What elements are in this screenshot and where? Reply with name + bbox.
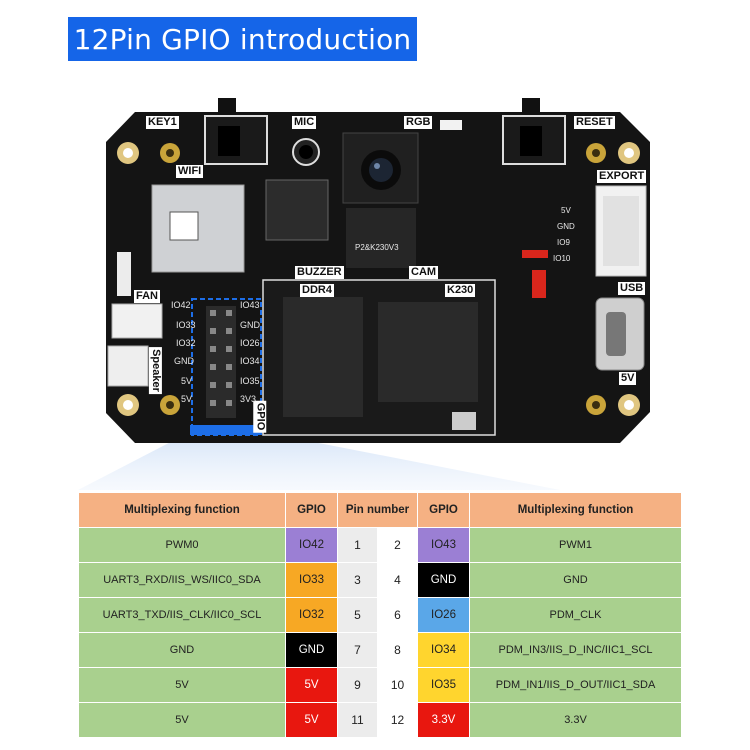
left-function-cell: GND bbox=[78, 632, 286, 668]
label-5v: 5V bbox=[619, 372, 637, 385]
right-gpio-cell: IO34 bbox=[417, 632, 471, 668]
header-left-label: IO42 bbox=[171, 300, 191, 310]
left-function-cell: UART3_TXD/IIS_CLK/IIC0_SCL bbox=[78, 597, 286, 633]
header-right-label: IO26 bbox=[240, 338, 260, 348]
left-function-cell: 5V bbox=[78, 667, 286, 703]
label-wifi: WIFI bbox=[176, 165, 204, 178]
label-reset: RESET bbox=[574, 116, 615, 129]
right-gpio-cell: IO35 bbox=[417, 667, 471, 703]
right-function-cell: PWM1 bbox=[469, 527, 683, 563]
pin-number-cell: 1 bbox=[337, 527, 378, 563]
right-function-cell: PDM_CLK bbox=[469, 597, 683, 633]
gpio-pin-table: Multiplexing function GPIO Pin number GP… bbox=[78, 492, 683, 738]
header-left-function: Multiplexing function bbox=[78, 492, 286, 528]
pin-number-cell: 11 bbox=[337, 702, 378, 738]
right-gpio-cell: 3.3V bbox=[417, 702, 471, 738]
label-gpio: GPIO bbox=[253, 400, 267, 433]
header-right-label: GND bbox=[240, 320, 260, 330]
gpio-header-highlight bbox=[191, 298, 262, 436]
header-left-label: 5V bbox=[181, 394, 193, 404]
table-header-row: Multiplexing function GPIO Pin number GP… bbox=[78, 492, 683, 528]
left-function-cell: 5V bbox=[78, 702, 286, 738]
left-gpio-cell: 5V bbox=[285, 667, 338, 703]
label-cam: CAM bbox=[409, 266, 439, 279]
left-function-cell: PWM0 bbox=[78, 527, 286, 563]
left-gpio-cell: IO33 bbox=[285, 562, 338, 598]
callout-beam bbox=[78, 432, 560, 490]
pin-number-cell: 5 bbox=[337, 597, 378, 633]
pin-number-cell: 9 bbox=[337, 667, 378, 703]
right-function-cell: PDM_IN3/IIS_D_INC/IIC1_SCL bbox=[469, 632, 683, 668]
header-left-label: 5V bbox=[181, 376, 193, 386]
label-usb: USB bbox=[618, 282, 646, 295]
right-function-cell: GND bbox=[469, 562, 683, 598]
header-left-label: GND bbox=[174, 356, 194, 366]
page-title: 12Pin GPIO introduction bbox=[68, 17, 417, 61]
left-gpio-cell: IO32 bbox=[285, 597, 338, 633]
right-function-cell: PDM_IN1/IIS_D_OUT/IIC1_SDA bbox=[469, 667, 683, 703]
label-rgb: RGB bbox=[404, 116, 433, 129]
header-pin-number: Pin number bbox=[336, 492, 419, 528]
left-function-cell: UART3_RXD/IIS_WS/IIC0_SDA bbox=[78, 562, 286, 598]
header-right-label: IO34 bbox=[240, 356, 260, 366]
silk-export-pin: IO9 bbox=[557, 238, 570, 247]
pin-number-cell: 3 bbox=[337, 562, 378, 598]
header-left-label: IO33 bbox=[176, 320, 196, 330]
label-export: EXPORT bbox=[597, 170, 647, 183]
left-gpio-cell: IO42 bbox=[285, 527, 338, 563]
right-function-cell: 3.3V bbox=[469, 702, 683, 738]
label-fan: FAN bbox=[134, 290, 160, 303]
right-gpio-cell: GND bbox=[417, 562, 471, 598]
gpio-header-pins bbox=[190, 306, 262, 435]
mounting-holes bbox=[117, 142, 640, 416]
header-right-label: IO35 bbox=[240, 376, 260, 386]
right-gpio-cell: IO43 bbox=[417, 527, 471, 563]
left-gpio-cell: 5V bbox=[285, 702, 338, 738]
label-buzzer: BUZZER bbox=[295, 266, 344, 279]
pin-number-cell: 12 bbox=[376, 702, 419, 738]
header-right-label: 3V3 bbox=[240, 394, 257, 404]
pin-number-cell: 2 bbox=[376, 527, 419, 563]
header-left-label: IO32 bbox=[176, 338, 196, 348]
pin-number-cell: 7 bbox=[337, 632, 378, 668]
label-k230: K230 bbox=[445, 284, 476, 297]
label-key1: KEY1 bbox=[146, 116, 179, 129]
label-mic: MIC bbox=[292, 116, 317, 129]
label-speaker: Speaker bbox=[148, 347, 162, 394]
silk-camera-module: P2&K230V3 bbox=[355, 243, 399, 252]
left-gpio-cell: GND bbox=[285, 632, 338, 668]
pin-number-cell: 4 bbox=[376, 562, 419, 598]
header-left-gpio: GPIO bbox=[285, 492, 338, 528]
header-right-function: Multiplexing function bbox=[469, 492, 683, 528]
label-ddr4: DDR4 bbox=[300, 284, 334, 297]
silk-export-pin: IO10 bbox=[553, 254, 571, 263]
pin-number-cell: 10 bbox=[376, 667, 419, 703]
right-gpio-cell: IO26 bbox=[417, 597, 471, 633]
silk-export-pin: GND bbox=[557, 222, 575, 231]
header-right-label: IO43 bbox=[240, 300, 260, 310]
pin-number-cell: 6 bbox=[376, 597, 419, 633]
silk-export-pin: 5V bbox=[561, 206, 571, 215]
header-right-gpio: GPIO bbox=[417, 492, 471, 528]
pin-number-cell: 8 bbox=[376, 632, 419, 668]
